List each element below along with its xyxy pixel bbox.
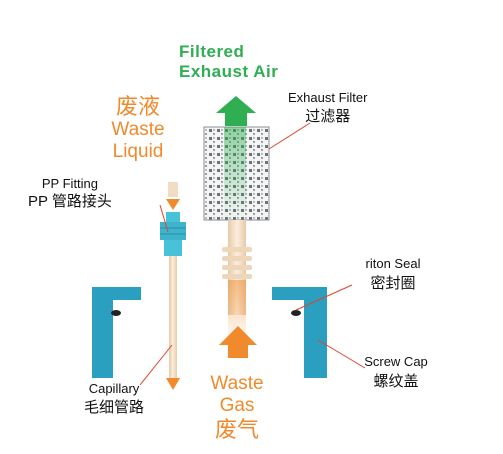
- leader-exhaust-filter: [268, 122, 311, 150]
- waste-liquid-line2: Liquid: [112, 141, 164, 163]
- capillary-en: Capillary: [88, 381, 140, 396]
- screw-cap-cn: 螺纹盖: [373, 372, 419, 390]
- seal-label: riton Seal 密封圈: [353, 256, 433, 292]
- capillary-label: Capillary 毛细管路: [74, 381, 154, 416]
- screw-cap-en: Screw Cap: [364, 354, 428, 369]
- filtered-exhaust-line1: Filtered: [179, 42, 245, 61]
- leader-seal: [295, 284, 353, 311]
- pp-fitting-cn: PP 管路接头: [28, 192, 112, 210]
- waste-liquid-cn: 废液: [115, 94, 160, 119]
- exhaust-filter-label: Exhaust Filter 过滤器: [288, 90, 368, 125]
- leader-lines: [139, 122, 366, 386]
- exhaust-filter-cn: 过滤器: [305, 107, 351, 125]
- waste-liquid-line1: Waste: [111, 119, 165, 141]
- leader-pp-fitting: [159, 204, 169, 233]
- screw-cap-left: [92, 287, 141, 378]
- filtered-exhaust-line2: Exhaust Air: [179, 61, 279, 81]
- waste-gas-line2: Gas: [219, 394, 255, 416]
- exhaust-filter-en: Exhaust Filter: [288, 90, 368, 105]
- capillary-cn: 毛细管路: [83, 398, 144, 416]
- waste-liquid-label: 废液 Waste Liquid: [102, 94, 174, 163]
- waste-gas-cn: 废气: [214, 416, 259, 442]
- waste-gas-line1: Waste: [210, 373, 264, 394]
- exhaust-filter-cartridge: [203, 126, 270, 221]
- exhaust-stem: [222, 220, 252, 335]
- leader-capillary: [139, 344, 173, 386]
- waste-gas-arrow: [219, 326, 257, 358]
- pp-fitting-en: PP Fitting: [41, 176, 99, 191]
- waste-gas-label: Waste Gas 废气: [200, 373, 274, 442]
- seal-en: riton Seal: [365, 256, 421, 271]
- filtered-exhaust-label: Filtered Exhaust Air: [179, 42, 278, 81]
- pp-fitting-label: PP Fitting PP 管路接头: [28, 176, 112, 210]
- seal-cn: 密封圈: [370, 274, 416, 292]
- screw-cap-label: Screw Cap 螺纹盖: [356, 354, 436, 390]
- screw-cap-right: [272, 287, 327, 378]
- leader-screw-cap: [317, 339, 366, 369]
- exhaust-air-arrow: [216, 96, 256, 126]
- capillary-tube: [166, 182, 180, 390]
